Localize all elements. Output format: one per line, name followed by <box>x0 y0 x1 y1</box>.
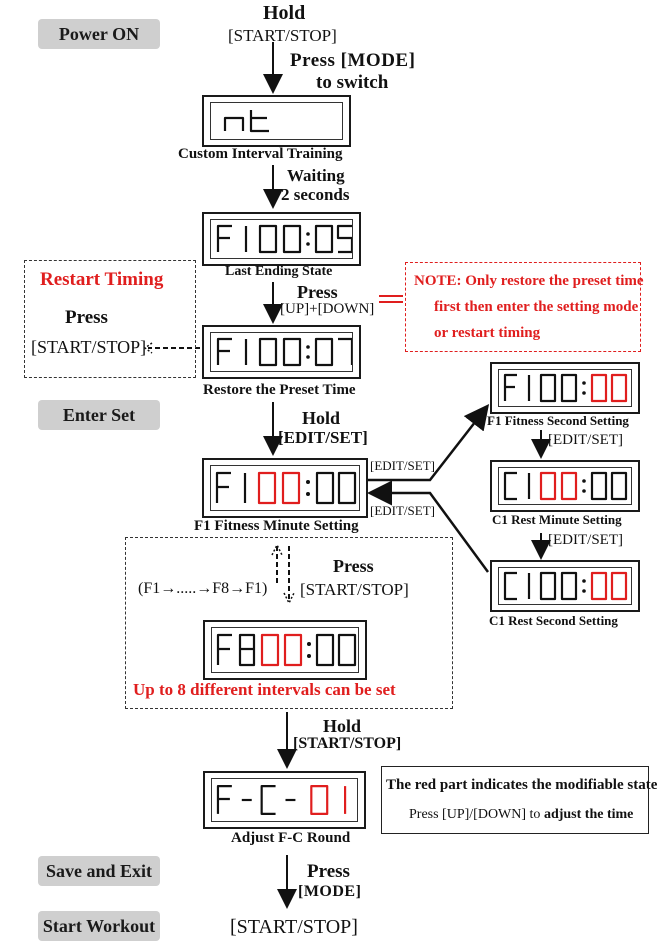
lcd-display-last-state <box>202 212 361 266</box>
lcd-display-f1-minute <box>202 458 368 518</box>
caption-c1-minute: C1 Rest Minute Setting <box>492 512 622 527</box>
lcd-display-fc-round <box>203 771 366 829</box>
lcd-display-restore <box>202 325 361 379</box>
legend-line-2a: Press [UP]/[DOWN] to <box>409 807 544 822</box>
lcd-display-c1-minute <box>490 460 640 512</box>
edit-set-r2: [EDIT/SET] <box>548 532 623 548</box>
press-label-5: Press <box>307 861 350 882</box>
press-label-2: Press <box>297 282 338 302</box>
two-seconds-label: 2 seconds <box>281 185 350 204</box>
legend-box: The red part indicates the modifiable st… <box>381 766 657 834</box>
step-save-and-exit: Save and Exit <box>38 856 160 886</box>
caption-adjust-fc: Adjust F-C Round <box>231 830 351 846</box>
caption-restore-preset: Restore the Preset Time <box>203 382 356 398</box>
lcd-display-mode <box>202 95 351 147</box>
hold-label-2: Hold <box>302 408 341 428</box>
start-stop-label-4: [START/STOP] <box>293 735 402 752</box>
press-mode-label: Press [MODE] <box>290 50 416 71</box>
caption-f1-minute: F1 Fitness Minute Setting <box>194 518 359 534</box>
cycle-box <box>125 537 453 709</box>
step-enter-set: Enter Set <box>38 400 160 430</box>
start-stop-label-1: [START/STOP] <box>228 26 337 45</box>
lcd-display-f1-second <box>490 362 640 414</box>
caption-c1-second: C1 Rest Second Setting <box>489 613 618 628</box>
note-line-1: Only restore the preset time <box>461 273 644 289</box>
legend-line-1: The red part indicates the modifiable st… <box>386 777 658 793</box>
up-to-8-label: Up to 8 different intervals can be set <box>133 680 396 699</box>
hold-label-4: Hold <box>323 716 362 736</box>
step-power-on: Power ON <box>38 19 160 49</box>
lcd-display-c1-second <box>490 560 640 612</box>
edit-set-right-top: [EDIT/SET] <box>370 458 435 473</box>
lcd-display-f8 <box>203 620 367 680</box>
restart-timing-title: Restart Timing <box>40 269 164 290</box>
hold-label-1: Hold <box>263 2 306 24</box>
press-label-3: Press <box>333 556 374 576</box>
caption-custom-interval: Custom Interval Training <box>178 146 343 162</box>
to-switch-label: to switch <box>316 72 389 93</box>
note-line-2: first then enter the setting mode <box>434 299 639 315</box>
edit-set-right-bottom: [EDIT/SET] <box>370 503 435 518</box>
note-box: NOTE: Only restore the preset time first… <box>405 262 644 352</box>
caption-last-ending-state: Last Ending State <box>225 264 333 279</box>
note-prefix: NOTE: <box>414 273 462 289</box>
step-start-workout: Start Workout <box>38 911 160 941</box>
start-stop-label-5: [START/STOP] <box>230 916 358 938</box>
note-line-3: or restart timing <box>434 325 541 341</box>
mode-label-5: [MODE] <box>298 883 362 900</box>
restart-start-stop-label: [START/STOP] <box>31 337 147 357</box>
start-stop-label-3: [START/STOP] <box>300 580 409 599</box>
up-down-label: [UP]+[DOWN] <box>280 301 375 317</box>
restart-timing-box: Restart Timing Press [START/STOP] <box>24 260 196 378</box>
caption-f1-second: F1 Fitness Second Setting <box>487 413 629 428</box>
legend-line-2b: adjust the time <box>543 807 634 822</box>
edit-set-label-1: [EDIT/SET] <box>278 428 368 447</box>
waiting-label: Waiting <box>287 166 345 185</box>
cycle-label: (F1→.....→F8→F1) <box>138 580 268 597</box>
edit-set-r1: [EDIT/SET] <box>548 432 623 448</box>
restart-press-label: Press <box>65 307 108 328</box>
